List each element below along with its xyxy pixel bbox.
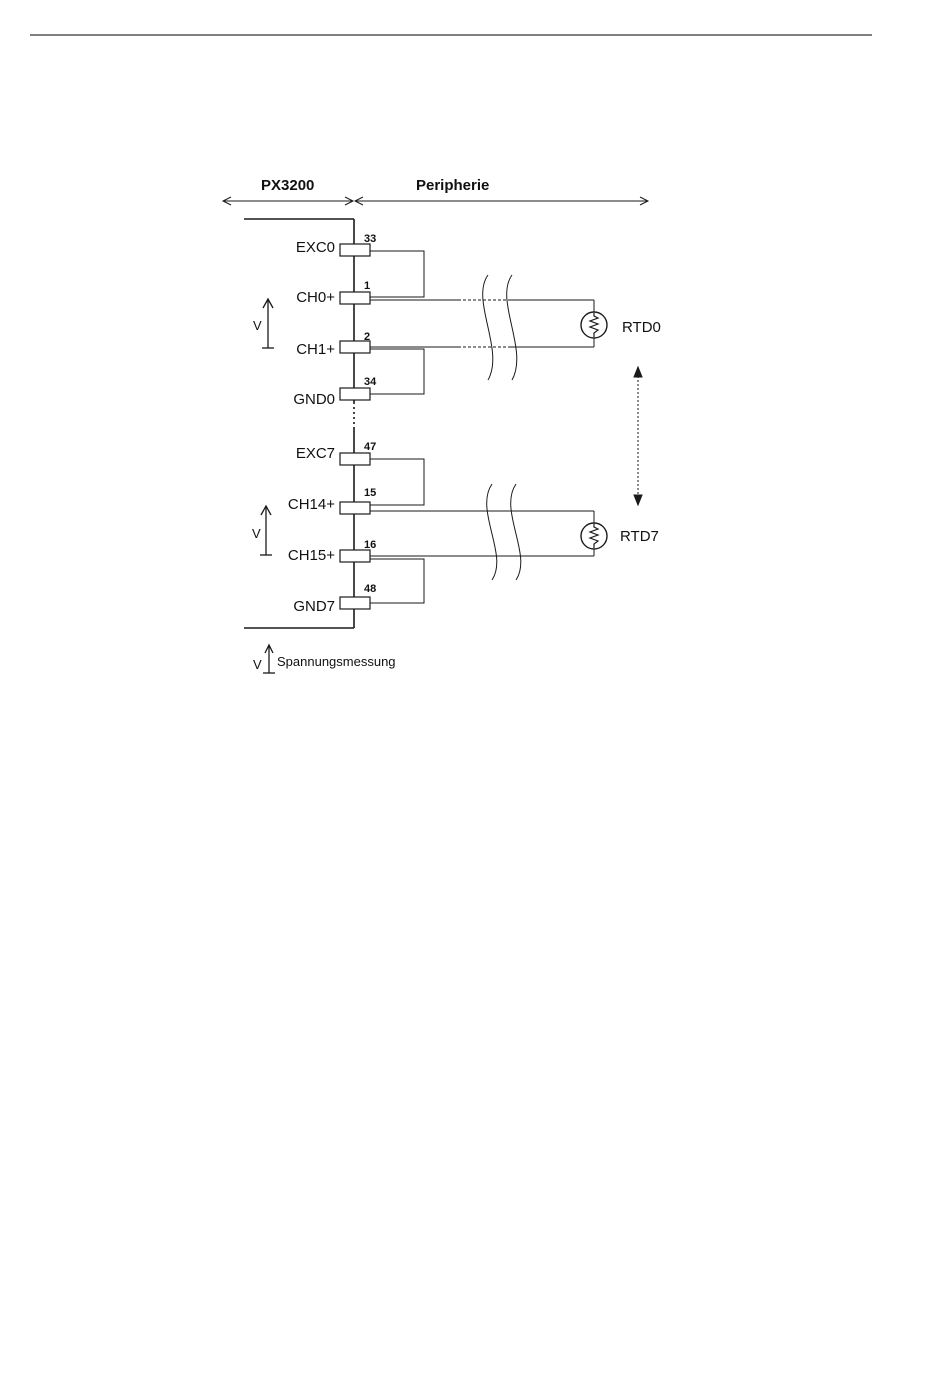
group7-wiring xyxy=(370,459,594,603)
voltage-arrow-group0 xyxy=(262,299,274,348)
pin-34: 34 xyxy=(364,376,377,388)
signal-ch15: CH15+ xyxy=(288,547,335,564)
signal-ch0: CH0+ xyxy=(296,289,335,306)
header-right-arrow xyxy=(355,197,648,205)
board-outline xyxy=(244,219,354,628)
pin-48: 48 xyxy=(364,583,376,595)
rtd7-resistor-icon xyxy=(581,523,607,549)
connector-exc0 xyxy=(340,244,370,256)
pin-1: 1 xyxy=(364,280,370,292)
group0-wiring xyxy=(370,251,594,394)
connector-ch14 xyxy=(340,502,370,514)
peripherie-label: Peripherie xyxy=(416,177,489,194)
pin-33: 33 xyxy=(364,233,376,245)
repeat-double-arrow xyxy=(634,367,642,505)
connector-ch15 xyxy=(340,550,370,562)
signal-ch14: CH14+ xyxy=(288,496,335,513)
v-symbol-group0: V xyxy=(253,318,262,333)
px3200-label: PX3200 xyxy=(261,177,314,194)
signal-gnd7: GND7 xyxy=(293,598,335,615)
pin-15: 15 xyxy=(364,487,376,499)
connector-exc7 xyxy=(340,453,370,465)
rtd0-resistor-icon xyxy=(581,312,607,338)
pin-47: 47 xyxy=(364,441,376,453)
legend-text: Spannungsmessung xyxy=(277,654,396,669)
legend-v-symbol: V xyxy=(253,657,262,672)
legend-voltage-arrow-icon xyxy=(263,645,275,673)
header-left-arrow xyxy=(223,197,353,205)
signal-exc7: EXC7 xyxy=(296,445,335,462)
signal-gnd0: GND0 xyxy=(293,391,335,408)
signal-exc0: EXC0 xyxy=(296,239,335,256)
rtd7-label: RTD7 xyxy=(620,528,659,545)
connector-ch0 xyxy=(340,292,370,304)
signal-ch1: CH1+ xyxy=(296,341,335,358)
voltage-arrow-group7 xyxy=(260,506,272,555)
rtd0-label: RTD0 xyxy=(622,319,661,336)
pin-16: 16 xyxy=(364,539,376,551)
pin-2: 2 xyxy=(364,331,370,343)
v-symbol-group7: V xyxy=(252,526,261,541)
connector-gnd0 xyxy=(340,388,370,400)
connector-gnd7 xyxy=(340,597,370,609)
